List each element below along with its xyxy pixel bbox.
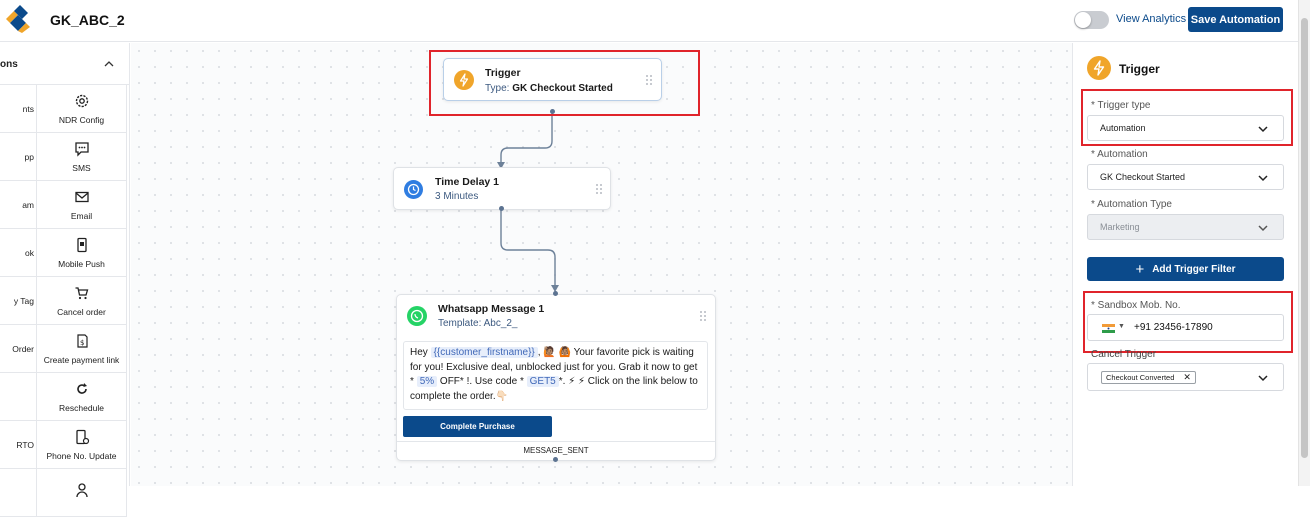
action-item-left[interactable]: am bbox=[0, 181, 37, 229]
action-item-reschedule[interactable]: Reschedule bbox=[37, 373, 127, 421]
whatsapp-message-node[interactable]: Whatsapp Message 1 Template: Abc_2_ Hey … bbox=[396, 294, 716, 461]
action-item-partial[interactable] bbox=[37, 469, 127, 517]
gear-icon bbox=[75, 94, 88, 107]
automation-type-label: * Automation Type bbox=[1091, 199, 1172, 210]
plus-icon: + bbox=[1135, 260, 1145, 278]
actions-sidebar: ons nts NDR Config pp SMS am Email ok Mo… bbox=[0, 43, 130, 517]
action-item-left[interactable] bbox=[0, 373, 37, 421]
india-flag-icon[interactable] bbox=[1102, 324, 1115, 333]
variable-chip: {{customer_firstname}} bbox=[430, 347, 538, 358]
action-item-sms[interactable]: SMS bbox=[37, 133, 127, 181]
flow-connectors bbox=[497, 112, 559, 292]
cancel-trigger-label: Cancel Trigger bbox=[1091, 349, 1157, 360]
complete-purchase-button[interactable]: Complete Purchase bbox=[403, 416, 552, 437]
clock-icon bbox=[404, 180, 423, 199]
message-sent-output: MESSAGE_SENT bbox=[397, 441, 715, 461]
action-item-left[interactable]: Order bbox=[0, 325, 37, 373]
toggle-knob bbox=[1075, 12, 1091, 28]
sandbox-label: * Sandbox Mob. No. bbox=[1091, 300, 1181, 311]
analytics-toggle[interactable] bbox=[1074, 11, 1109, 29]
view-analytics-label[interactable]: View Analytics bbox=[1116, 13, 1187, 25]
payment-link-icon: $ bbox=[76, 333, 88, 348]
connector-handle[interactable] bbox=[553, 457, 558, 462]
connector-handle[interactable] bbox=[553, 291, 558, 296]
trigger-type-label: * Trigger type bbox=[1091, 100, 1151, 111]
automation-title: GK_ABC_2 bbox=[50, 12, 125, 28]
action-item-cancel-order[interactable]: Cancel order bbox=[37, 277, 127, 325]
time-delay-title: Time Delay 1 bbox=[435, 176, 500, 188]
trigger-node-title: Trigger bbox=[485, 67, 521, 79]
message-preview: Hey {{customer_firstname}}, 🙋🏽 🙆🏽 Your f… bbox=[403, 341, 708, 410]
cancel-tag-chip: Checkout Converted ✕ bbox=[1101, 371, 1196, 384]
cart-x-icon bbox=[75, 286, 88, 299]
drag-handle-icon[interactable] bbox=[699, 310, 707, 322]
close-icon[interactable]: ✕ bbox=[1183, 372, 1191, 382]
action-item-left[interactable]: pp bbox=[0, 133, 37, 181]
automation-select[interactable]: GK Checkout Started bbox=[1087, 164, 1284, 190]
action-item-phone-update[interactable]: Phone No. Update bbox=[37, 421, 127, 469]
app-logo bbox=[6, 5, 30, 33]
lightning-icon bbox=[454, 70, 474, 90]
trigger-type-highlight bbox=[1081, 89, 1293, 146]
automation-type-select: Marketing bbox=[1087, 214, 1284, 240]
svg-text:$: $ bbox=[80, 339, 84, 347]
trigger-type-select[interactable]: Automation bbox=[1087, 115, 1284, 141]
vertical-scrollbar[interactable] bbox=[1298, 0, 1310, 486]
whatsapp-node-title: Whatsapp Message 1 bbox=[438, 303, 545, 315]
chevron-up-icon[interactable] bbox=[103, 58, 115, 70]
lightning-icon bbox=[1087, 56, 1111, 80]
whatsapp-template-name: Template: Abc_2_ bbox=[438, 318, 518, 329]
mobile-push-icon bbox=[76, 237, 87, 252]
action-item-left[interactable]: y Tag bbox=[0, 277, 37, 325]
sandbox-highlight bbox=[1083, 291, 1293, 353]
trigger-highlight bbox=[429, 50, 700, 116]
time-delay-node[interactable]: Time Delay 1 3 Minutes bbox=[393, 167, 611, 210]
chevron-down-icon bbox=[1258, 126, 1268, 133]
drag-handle-icon[interactable] bbox=[645, 74, 653, 86]
scrollbar-thumb[interactable] bbox=[1301, 18, 1308, 458]
user-icon bbox=[75, 482, 88, 497]
whatsapp-icon bbox=[407, 306, 427, 326]
sandbox-phone-value: +91 23456-17890 bbox=[1134, 322, 1213, 333]
drag-handle-icon[interactable] bbox=[595, 183, 603, 195]
action-item-create-payment-link[interactable]: $ Create payment link bbox=[37, 325, 127, 373]
sandbox-phone-input[interactable]: ▼ +91 23456-17890 bbox=[1087, 314, 1284, 341]
chevron-down-icon bbox=[1258, 375, 1268, 382]
add-trigger-filter-button[interactable]: + Add Trigger Filter bbox=[1087, 257, 1284, 281]
sidebar-heading: ons bbox=[0, 59, 18, 70]
connector-handle[interactable] bbox=[499, 206, 504, 211]
action-item-left[interactable]: nts bbox=[0, 85, 37, 133]
sidebar-header[interactable]: ons bbox=[0, 43, 129, 85]
discount-chip: 5% bbox=[416, 376, 438, 387]
trigger-node[interactable]: Trigger Type: GK Checkout Started bbox=[443, 58, 662, 101]
reschedule-icon bbox=[76, 382, 87, 394]
chat-icon bbox=[74, 141, 89, 157]
chevron-down-icon bbox=[1258, 225, 1268, 232]
phone-gear-icon bbox=[75, 429, 89, 444]
panel-title: Trigger bbox=[1119, 62, 1160, 76]
automation-label: * Automation bbox=[1091, 149, 1148, 160]
chevron-down-icon bbox=[1258, 175, 1268, 182]
caret-down-icon[interactable]: ▼ bbox=[1118, 323, 1125, 330]
mail-icon bbox=[74, 191, 89, 202]
cancel-trigger-select[interactable]: Checkout Converted ✕ bbox=[1087, 363, 1284, 391]
action-item-left[interactable]: RTO bbox=[0, 421, 37, 469]
code-chip: GET5 bbox=[526, 376, 559, 387]
flow-canvas[interactable]: Trigger Type: GK Checkout Started Time D… bbox=[131, 43, 1072, 486]
action-item-email[interactable]: Email bbox=[37, 181, 127, 229]
action-item-mobile-push[interactable]: Mobile Push bbox=[37, 229, 127, 277]
connector-handle[interactable] bbox=[550, 109, 555, 114]
trigger-settings-panel: Trigger * Trigger type Automation * Auto… bbox=[1072, 43, 1298, 486]
trigger-node-type: Type: GK Checkout Started bbox=[485, 83, 613, 94]
action-grid: nts NDR Config pp SMS am Email ok Mobile… bbox=[0, 85, 129, 517]
action-item-left[interactable]: ok bbox=[0, 229, 37, 277]
time-delay-duration: 3 Minutes bbox=[435, 191, 479, 202]
action-item-ndr-config[interactable]: NDR Config bbox=[37, 85, 127, 133]
save-automation-button[interactable]: Save Automation bbox=[1188, 7, 1283, 32]
action-item-left[interactable] bbox=[0, 469, 37, 517]
top-bar: GK_ABC_2 View Analytics Save Automation bbox=[0, 0, 1310, 42]
